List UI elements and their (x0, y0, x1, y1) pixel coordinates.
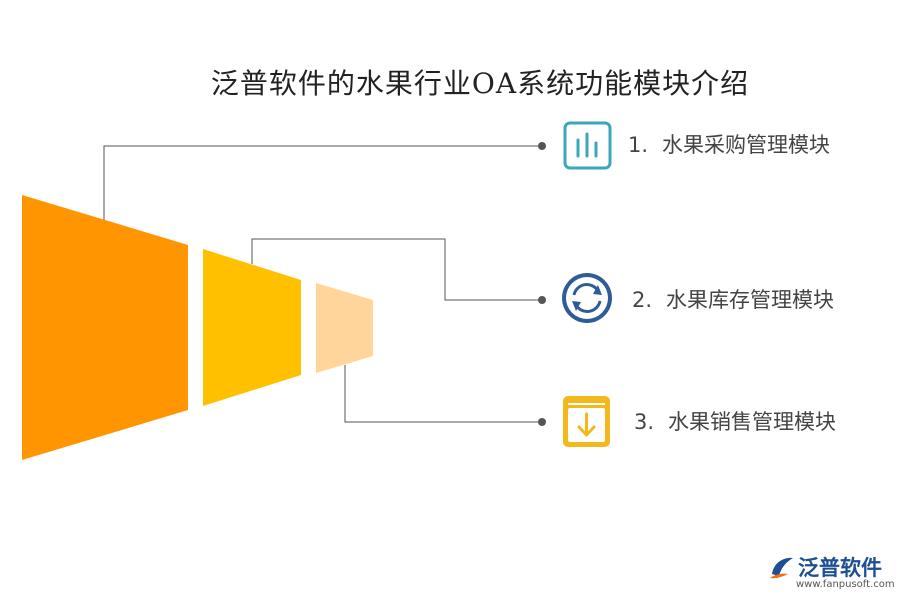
download-box-icon (563, 396, 610, 447)
brand-logo: 泛普软件 www.fanpusoft.com (768, 552, 898, 594)
connector-dot-1 (538, 142, 546, 150)
item-label: 水果库存管理模块 (666, 288, 835, 312)
refresh-icon (562, 273, 612, 323)
connector-dot-2 (538, 296, 546, 304)
funnel-segment-3 (316, 283, 373, 373)
logo-mark-icon (770, 557, 793, 579)
item-number: 1. (628, 133, 649, 157)
item-label: 水果销售管理模块 (668, 410, 837, 434)
connector-line-1 (103, 145, 542, 220)
connector-line-3 (344, 365, 542, 423)
funnel-segment-1 (22, 195, 188, 460)
item-number: 3. (634, 410, 655, 434)
connector-dot-3 (538, 418, 546, 426)
logo-url: www.fanpusoft.com (796, 579, 895, 590)
list-item-1: 1. 水果采购管理模块 (628, 129, 830, 159)
funnel-segment-2 (203, 249, 301, 406)
page-title: 泛普软件的水果行业OA系统功能模块介绍 (210, 67, 750, 100)
logo-name: 泛普软件 (798, 556, 882, 580)
list-item-2: 2. 水果库存管理模块 (632, 284, 834, 314)
bar-chart-icon (563, 121, 612, 170)
item-label: 水果采购管理模块 (662, 133, 831, 157)
list-item-3: 3. 水果销售管理模块 (634, 406, 836, 436)
item-number: 2. (632, 288, 653, 312)
connector-line-2 (251, 238, 542, 301)
